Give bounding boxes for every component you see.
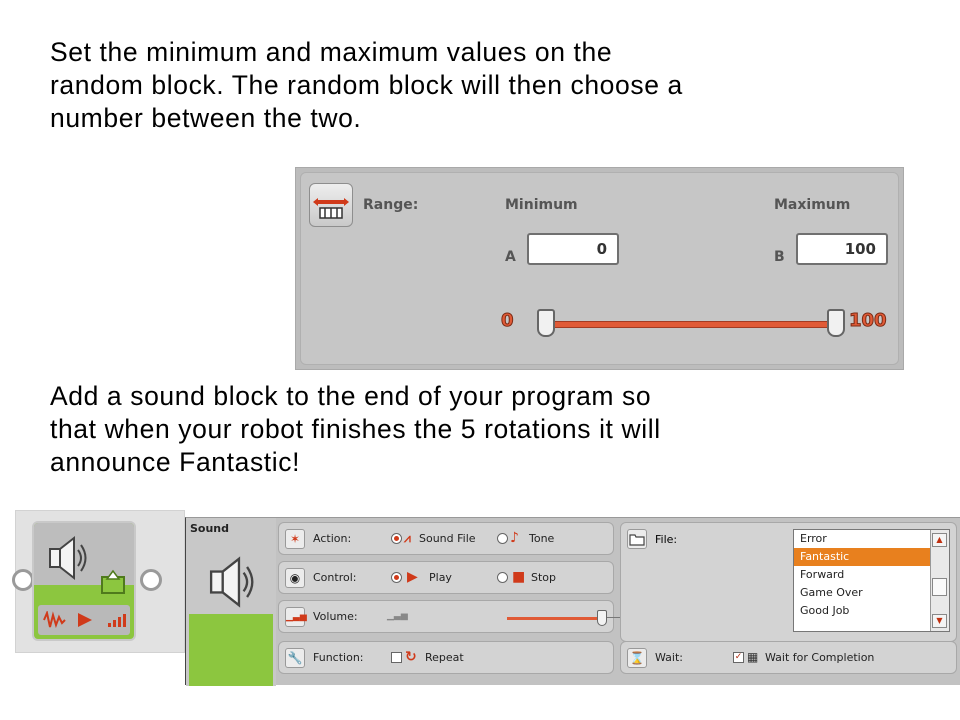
repeat-checkbox[interactable]	[391, 652, 402, 663]
instruction-line: number between the two.	[50, 103, 362, 133]
wrench-icon: 🔧	[285, 648, 305, 668]
program-canvas	[12, 510, 185, 653]
play-option[interactable]: Play	[429, 571, 452, 584]
action-label: Action:	[313, 532, 352, 545]
stop-radio[interactable]	[497, 572, 508, 583]
file-item-game-over[interactable]: Game Over	[800, 586, 863, 599]
file-item-error[interactable]: Error	[800, 532, 827, 545]
file-item-good-job[interactable]: Good Job	[800, 604, 850, 617]
function-row: 🔧 Function: ↻ Repeat	[278, 641, 614, 674]
volume-row: ▁▃▅ Volume: ▁▃▅ ▁▃▅ 75	[278, 600, 698, 633]
tone-option[interactable]: Tone	[529, 532, 555, 545]
volume-icon: ▁▃▅	[285, 607, 307, 627]
volume-label: Volume:	[313, 610, 358, 623]
volume-slider-track[interactable]	[507, 617, 605, 620]
volume-low-icon: ▁▃▅	[387, 611, 408, 621]
range-slider-min-thumb[interactable]	[537, 309, 555, 337]
data-hub-icon	[101, 569, 125, 594]
instruction-line: Set the minimum and maximum values on th…	[50, 37, 613, 67]
function-label: Function:	[313, 651, 364, 664]
instruction-text-1: Set the minimum and maximum values on th…	[50, 36, 683, 135]
sound-file-radio[interactable]	[391, 533, 402, 544]
config-block-color	[189, 614, 273, 686]
sequence-connector-left	[12, 569, 34, 591]
a-label: A	[505, 249, 516, 265]
stop-icon: ■	[512, 569, 526, 585]
instruction-text-2: Add a sound block to the end of your pro…	[50, 380, 661, 479]
range-label: Range:	[363, 197, 419, 213]
play-icon: ▶	[407, 569, 418, 585]
range-panel: Range: Minimum Maximum A B 0 100 0 100	[295, 167, 904, 370]
sound-settings-icons	[43, 611, 126, 629]
stop-option[interactable]: Stop	[531, 571, 557, 584]
config-title: Sound	[190, 522, 230, 535]
slider-min-value: 0	[501, 310, 514, 332]
tone-radio[interactable]	[497, 533, 508, 544]
sound-config-panel: Sound ✶ Action: ⩘ Sound File ♪ Tone ◉ Co…	[185, 517, 960, 686]
tone-icon: ♪	[510, 530, 519, 546]
file-list-scrollbar[interactable]: ▲ ▼	[930, 530, 949, 631]
action-row: ✶ Action: ⩘ Sound File ♪ Tone	[278, 522, 614, 555]
maximum-label: Maximum	[774, 197, 851, 213]
sound-block[interactable]	[32, 521, 136, 641]
file-panel: File: Error Fantastic Forward Game Over …	[620, 522, 957, 642]
instruction-line: that when your robot finishes the 5 rota…	[50, 414, 661, 444]
action-icon: ✶	[285, 529, 305, 549]
file-label: File:	[655, 533, 678, 546]
range-slider-max-thumb[interactable]	[827, 309, 845, 337]
range-icon	[309, 183, 353, 227]
config-header: Sound	[186, 518, 276, 686]
finish-flag-icon: ▦	[747, 650, 759, 664]
range-panel-inner: Range: Minimum Maximum A B 0 100 0 100	[300, 172, 899, 365]
hourglass-icon: ⌛	[627, 648, 647, 668]
sound-file-option[interactable]: Sound File	[419, 532, 476, 545]
volume-slider-rest	[605, 617, 633, 618]
speaker-icon	[209, 556, 254, 608]
control-row: ◉ Control: ▶ Play ■ Stop	[278, 561, 614, 594]
instruction-line: random block. The random block will then…	[50, 70, 683, 100]
sound-file-icon: ⩘	[404, 531, 411, 545]
sequence-connector-right	[140, 569, 162, 591]
scroll-down-icon[interactable]: ▼	[932, 614, 947, 628]
scroll-up-icon[interactable]: ▲	[932, 533, 947, 547]
play-radio[interactable]	[391, 572, 402, 583]
slider-max-value: 100	[849, 310, 888, 332]
instruction-line: announce Fantastic!	[50, 447, 301, 477]
wait-option[interactable]: Wait for Completion	[765, 651, 875, 664]
wait-label: Wait:	[655, 651, 683, 664]
b-label: B	[774, 249, 785, 265]
file-list[interactable]: Error Fantastic Forward Game Over Good J…	[793, 529, 950, 632]
speaker-icon	[49, 535, 87, 581]
scroll-thumb[interactable]	[932, 578, 947, 596]
instruction-line: Add a sound block to the end of your pro…	[50, 381, 652, 411]
range-slider-track[interactable]	[547, 321, 837, 328]
file-item-forward[interactable]: Forward	[800, 568, 845, 581]
wait-checkbox[interactable]: ✓	[733, 652, 744, 663]
eye-icon: ◉	[285, 568, 305, 588]
volume-slider-thumb[interactable]	[597, 610, 607, 626]
sound-block-settings	[38, 605, 130, 635]
maximum-input[interactable]: 100	[796, 233, 888, 265]
repeat-option[interactable]: Repeat	[425, 651, 464, 664]
wait-row: ⌛ Wait: ✓ ▦ Wait for Completion	[620, 641, 957, 674]
minimum-input[interactable]: 0	[527, 233, 619, 265]
file-item-fantastic[interactable]: Fantastic	[794, 548, 949, 566]
control-label: Control:	[313, 571, 357, 584]
minimum-label: Minimum	[505, 197, 578, 213]
folder-icon	[627, 529, 647, 549]
repeat-icon: ↻	[405, 649, 417, 665]
